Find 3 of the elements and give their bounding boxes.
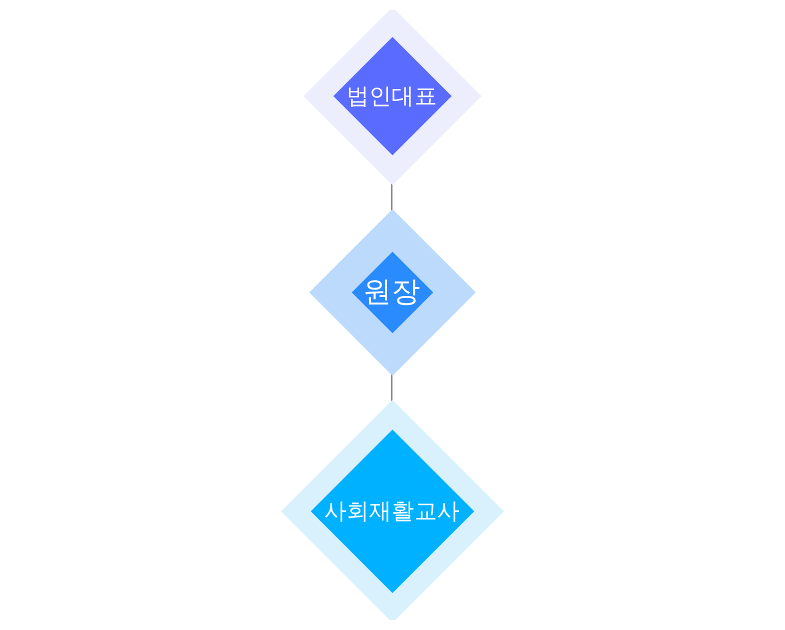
node-diamond: 법인대표	[304, 10, 482, 186]
node-diamond: 사회재활교사	[280, 400, 504, 620]
node-diamond: 원장	[309, 209, 476, 376]
